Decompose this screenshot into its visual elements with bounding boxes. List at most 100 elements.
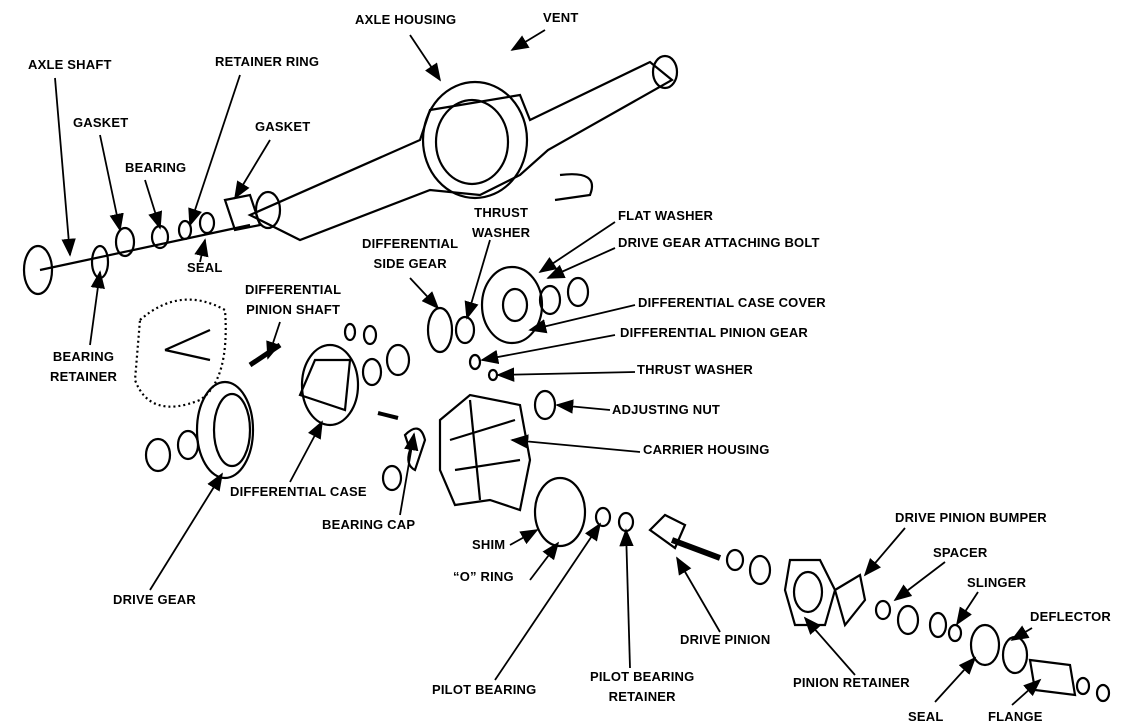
label-line: ADJUSTING NUT [612,402,721,417]
label-line: AXLE HOUSING [355,12,457,27]
label-line: DIFFERENTIAL [245,282,342,297]
label-line: DRIVE GEAR [113,592,196,607]
arrow-drive-gear-bolt [546,247,616,279]
arrow-flange [1011,678,1042,706]
label-line: WASHER [472,225,531,240]
arrow-pinion-gear [480,334,616,365]
label-differential-case-cover: DIFFERENTIAL CASE COVER [638,293,826,313]
label-slinger: SLINGER [967,573,1026,593]
label-line: GASKET [255,119,311,134]
label-line: DRIVE PINION BUMPER [895,510,1047,525]
label-line: BEARING CAP [322,517,416,532]
label-bearing-cap: BEARING CAP [322,515,415,535]
label-axle-housing: AXLE HOUSING [355,10,456,30]
label-line: DIFFERENTIAL PINION GEAR [620,325,809,340]
label-line: DRIVE PINION [680,632,771,647]
label-carrier-housing: CARRIER HOUSING [643,440,770,460]
label-line: THRUST [474,205,529,220]
label-pilot-bearing-retainer: PILOT BEARING RETAINER [590,667,694,707]
label-line: DEFLECTOR [1030,609,1112,624]
arrow-axle-shaft [54,77,76,257]
arrow-pinion-retainer [803,616,856,676]
label-line: RETAINER [608,689,676,704]
arrow-slinger [956,591,979,626]
label-line: PILOT BEARING [590,669,695,684]
arrow-bearing-retainer [89,270,105,346]
differential-case-part [298,265,590,492]
label-line: THRUST WASHER [637,362,753,377]
label-drive-pinion: DRIVE PINION [680,630,771,650]
arrow-pinion-bumper [863,527,906,577]
label-gasket-left: GASKET [73,113,128,133]
arrow-retainer-ring [188,74,241,227]
label-shim: SHIM [472,535,505,555]
axle-housing-part [247,54,679,242]
label-line: PINION RETAINER [793,675,910,690]
label-differential-case: DIFFERENTIAL CASE [230,482,367,502]
arrow-bearing-cap [399,432,419,516]
arrow-pilot-bearing-retainer [619,528,634,669]
label-line: SIDE GEAR [373,256,447,271]
label-line: DRIVE GEAR ATTACHING BOLT [618,235,820,250]
label-gasket-right: GASKET [255,117,310,137]
arrow-gasket-left [99,134,124,232]
label-line: SHIM [472,537,506,552]
label-line: “O” RING [453,569,514,584]
label-o-ring: “O” RING [453,567,514,587]
label-line: DIFFERENTIAL CASE [230,484,367,499]
label-line: BEARING [125,160,187,175]
label-spacer: SPACER [933,543,987,563]
label-line: SEAL [908,709,944,724]
arrow-thrust-washer [496,367,636,382]
parts [22,54,1111,703]
label-line: RETAINER RING [215,54,320,69]
label-drive-gear-attaching-bolt: DRIVE GEAR ATTACHING BOLT [618,233,820,253]
arrow-axle-housing [409,34,441,82]
label-deflector: DEFLECTOR [1030,607,1111,627]
label-adjusting-nut: ADJUSTING NUT [612,400,720,420]
arrow-side-gear [409,277,440,310]
arrow-pinion-shaft [266,321,281,360]
label-bearing: BEARING [125,158,186,178]
arrow-differential-case [289,420,323,483]
arrow-vent [510,29,546,51]
arrow-seal-axle [194,238,209,263]
label-drive-gear: DRIVE GEAR [113,590,196,610]
arrow-deflector [1010,625,1033,641]
label-flat-washer: FLAT WASHER [618,206,713,226]
arrow-o-ring [529,541,560,581]
arrow-bearing [144,179,163,230]
carrier-housing-part [438,389,587,548]
label-line: DIFFERENTIAL CASE COVER [638,295,826,310]
label-line: PILOT BEARING [432,682,537,697]
label-thrust-washer: THRUST WASHER [637,360,753,380]
label-differential-side-gear: DIFFERENTIAL SIDE GEAR [362,234,458,274]
label-line: SEAL [187,260,223,275]
label-line: SLINGER [967,575,1027,590]
label-thrust-washer-top: THRUST WASHER [472,203,530,243]
label-line: FLAT WASHER [618,208,714,223]
label-line: GASKET [73,115,129,130]
label-retainer-ring: RETAINER RING [215,52,319,72]
arrow-pilot-bearing [494,522,602,681]
label-line: FLANGE [988,709,1043,724]
label-line: AXLE SHAFT [28,57,112,72]
label-line: DIFFERENTIAL [362,236,459,251]
label-line: SPACER [933,545,988,560]
label-line: CARRIER HOUSING [643,442,770,457]
arrow-adjusting-nut [555,399,611,414]
label-pinion-retainer: PINION RETAINER [793,673,910,693]
label-drive-pinion-bumper: DRIVE PINION BUMPER [895,508,1047,528]
label-pilot-bearing: PILOT BEARING [432,680,536,700]
arrow-flat-washer [538,221,616,273]
label-differential-pinion-gear: DIFFERENTIAL PINION GEAR [620,323,808,343]
label-flange: FLANGE [988,707,1043,724]
arrow-shim [509,529,539,546]
label-seal-axle: SEAL [187,258,222,278]
leader-arrows [54,29,1042,706]
arrow-drive-pinion [676,556,721,633]
